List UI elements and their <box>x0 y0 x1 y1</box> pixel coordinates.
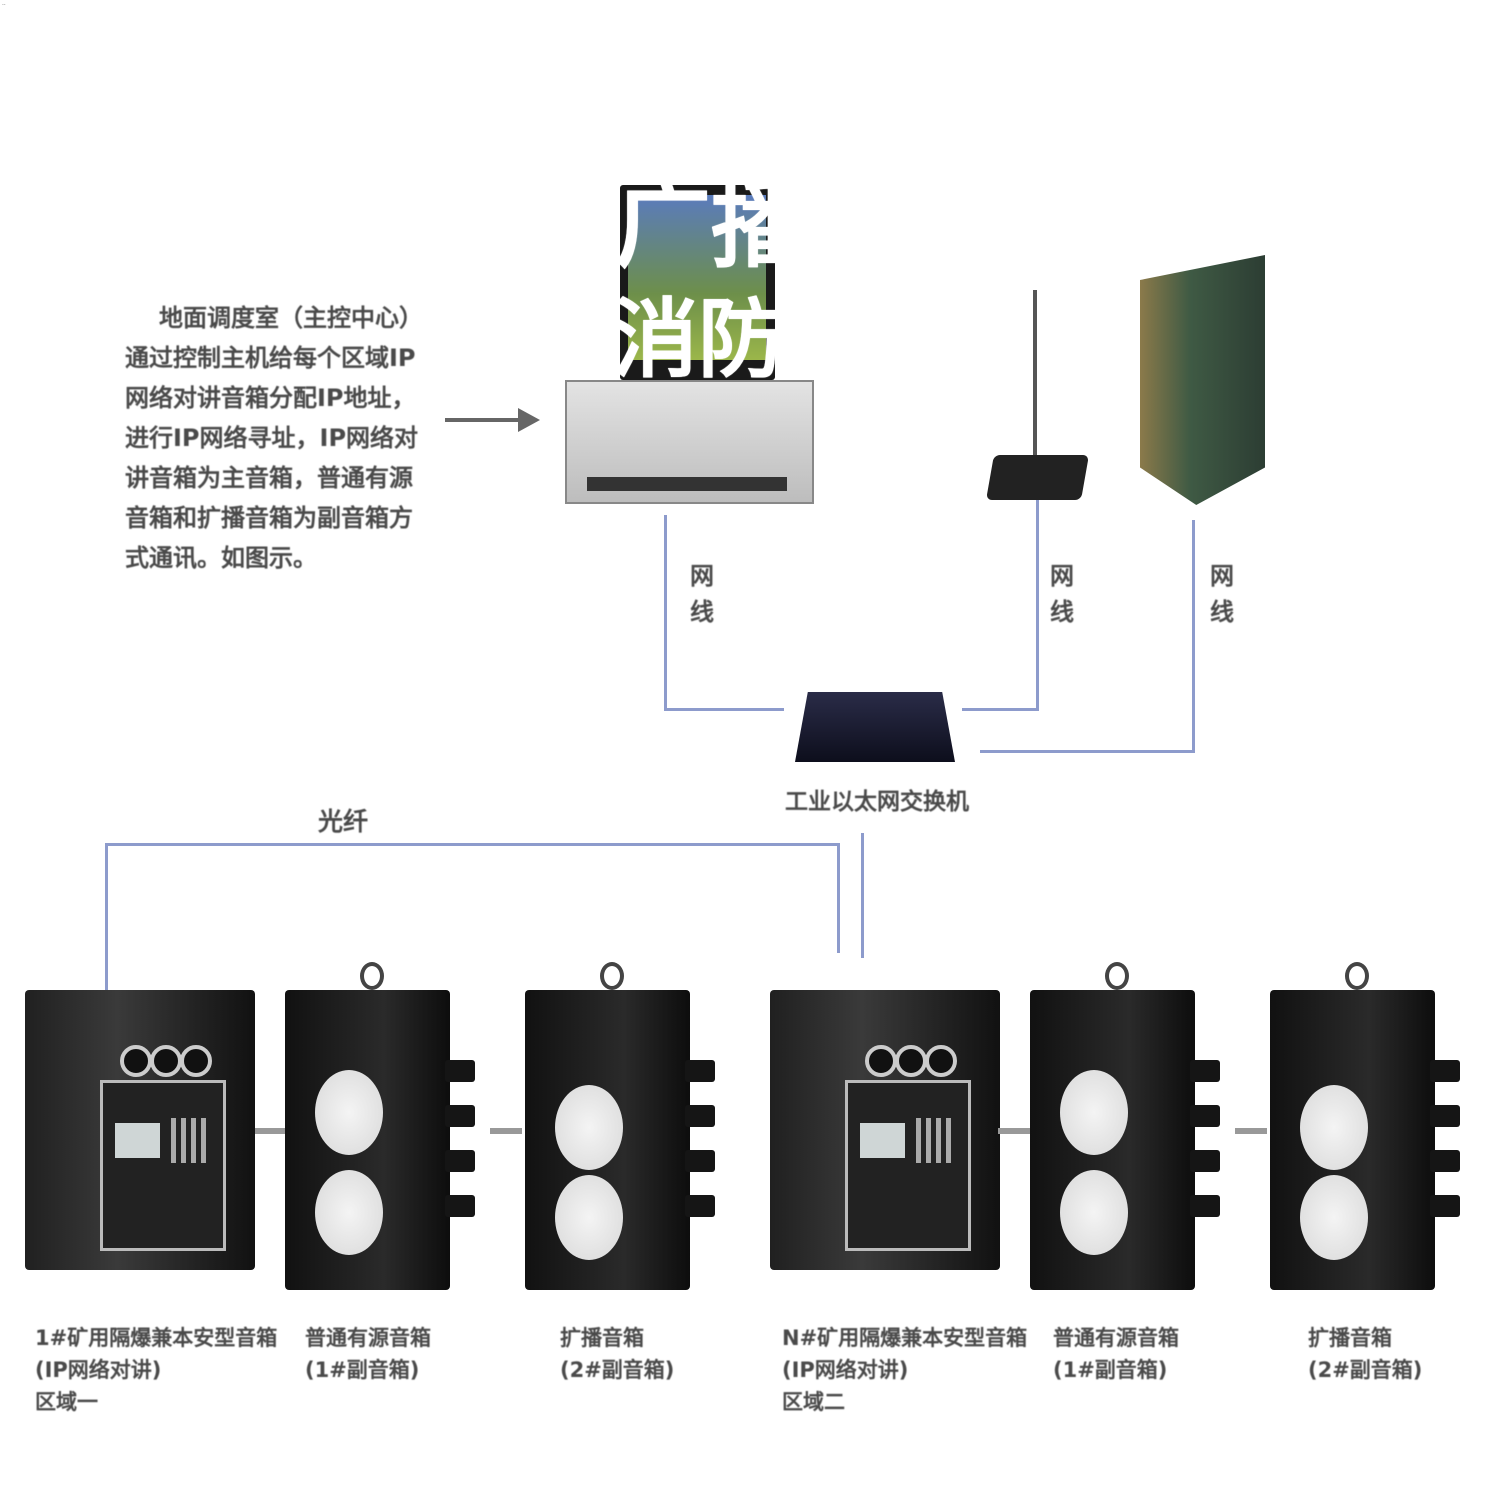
ip-intercom-speaker-1 <box>25 990 255 1270</box>
device-name: 扩播音箱 <box>560 1326 644 1350</box>
device-sub: (2#副音箱) <box>1308 1358 1423 1382</box>
switch-label: 工业以太网交换机 <box>785 789 969 815</box>
device-name: 扩播音箱 <box>1308 1326 1392 1350</box>
monitor <box>620 185 775 380</box>
device-sub: (1#副音箱) <box>305 1358 420 1382</box>
watermark-line1: 广播系统 <box>615 169 999 281</box>
description-text: 地面调度室（主控中心）通过控制主机给每个区域IP网络对讲音箱分配IP地址，进行I… <box>125 304 419 572</box>
device-label: 扩播音箱 (2#副音箱) <box>1308 1322 1422 1386</box>
device-zone: 区域二 <box>782 1390 845 1414</box>
device-name: 普通有源音箱 <box>305 1326 431 1350</box>
microphone-stem <box>1033 290 1037 455</box>
extension-speaker-2 <box>1270 962 1460 1290</box>
cable-label: 网线 <box>1210 562 1234 626</box>
device-sub: (IP网络对讲) <box>35 1358 162 1382</box>
fiber-label: 光纤 <box>318 807 369 836</box>
paging-microphone <box>986 455 1089 500</box>
arrow <box>445 418 520 422</box>
device-label: 1#矿用隔爆兼本安型音箱 (IP网络对讲) 区域一 <box>35 1322 277 1418</box>
device-sub: (1#副音箱) <box>1053 1358 1168 1382</box>
ethernet-switch <box>795 692 955 762</box>
device-label: 普通有源音箱 (1#副音箱) <box>305 1322 431 1386</box>
watermark-line2: 山东消防广播 <box>440 290 956 390</box>
device-label: N#矿用隔爆兼本安型音箱 (IP网络对讲) 区域二 <box>782 1322 1027 1418</box>
corner-mark: .. <box>2 0 6 7</box>
device-label: 扩播音箱 (2#副音箱) <box>560 1322 674 1386</box>
active-speaker-2 <box>1030 962 1220 1290</box>
extension-speaker-1 <box>525 962 715 1290</box>
server-cabinet <box>1140 255 1265 505</box>
cable-label: 网线 <box>690 562 714 626</box>
device-zone: 区域一 <box>35 1390 98 1414</box>
ip-intercom-speaker-n <box>770 990 1000 1270</box>
arrow-head <box>518 408 540 432</box>
monitor-screen <box>628 195 766 360</box>
industrial-pc <box>565 380 814 504</box>
device-name: 普通有源音箱 <box>1053 1326 1179 1350</box>
cable-label: 网线 <box>1050 562 1074 626</box>
device-sub: (2#副音箱) <box>560 1358 675 1382</box>
active-speaker-1 <box>285 962 475 1290</box>
device-name: N#矿用隔爆兼本安型音箱 <box>782 1326 1028 1350</box>
device-sub: (IP网络对讲) <box>782 1358 909 1382</box>
device-label: 普通有源音箱 (1#副音箱) <box>1053 1322 1179 1386</box>
device-name: 1#矿用隔爆兼本安型音箱 <box>35 1326 278 1350</box>
